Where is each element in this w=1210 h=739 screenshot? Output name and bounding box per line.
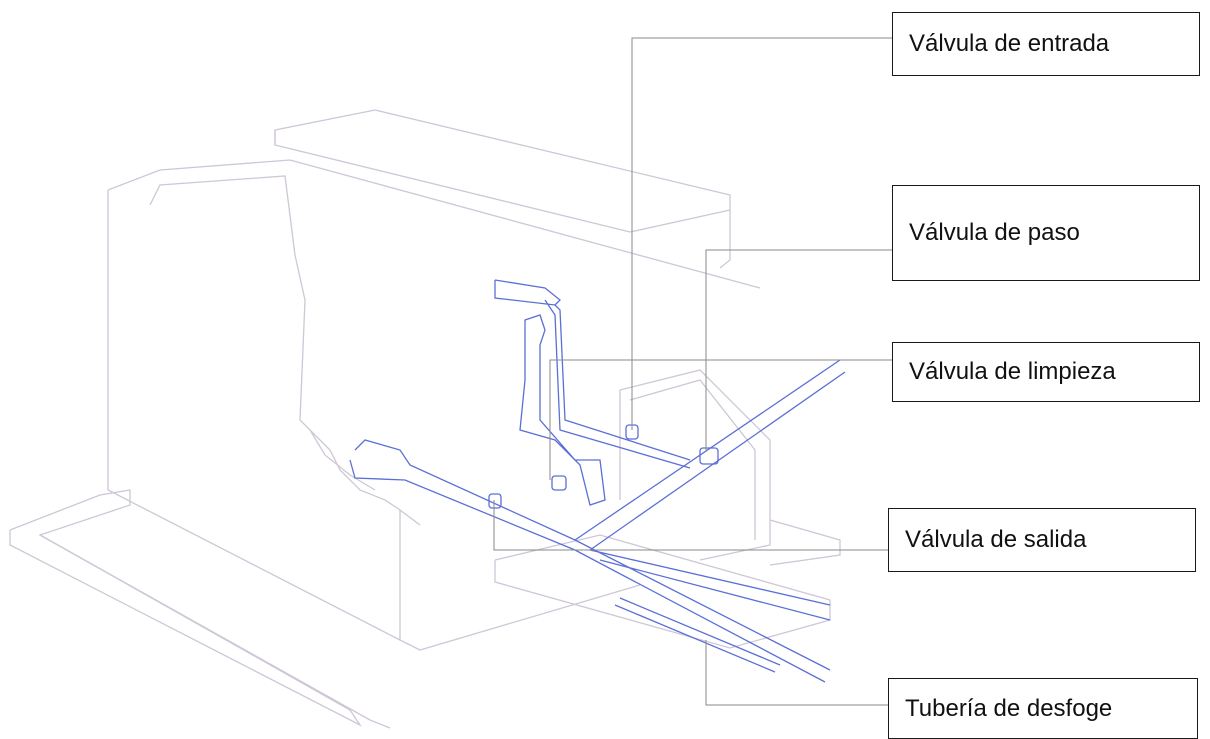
- tank-top-rim: [107, 159, 761, 289]
- ground-slab: [9, 489, 362, 727]
- label-valvula-paso-text: Válvula de paso: [909, 219, 1080, 246]
- valve-paso-body: [699, 447, 719, 465]
- label-valvula-entrada-text: Válvula de entrada: [909, 30, 1110, 57]
- secondary-pipe: [589, 549, 831, 621]
- tank-body-left-face: [107, 190, 401, 642]
- label-valvula-limpieza-text: Válvula de limpieza: [909, 358, 1116, 385]
- valve-box-inner: [629, 379, 756, 540]
- tank-structure: [9, 109, 841, 729]
- tank-right-face: [719, 210, 731, 269]
- valve-limpieza-body: [551, 475, 567, 491]
- base-step: [494, 534, 831, 649]
- inlet-riser-pipe: [494, 279, 691, 469]
- desfoge-pipe: [614, 597, 781, 673]
- label-valvula-limpieza: Válvula de limpieza: [892, 342, 1200, 402]
- piping-network: [349, 279, 846, 683]
- valve-box-front: [619, 369, 771, 561]
- base-ledge: [769, 519, 841, 566]
- leader-limpieza: [549, 359, 892, 480]
- cover-slab: [274, 109, 731, 233]
- label-valvula-salida-text: Válvula de salida: [905, 526, 1087, 553]
- label-valvula-paso: Válvula de paso: [892, 185, 1200, 281]
- valve-salida-body: [488, 493, 502, 509]
- overflow-bend-pipe: [519, 314, 606, 506]
- label-valvula-entrada: Válvula de entrada: [892, 12, 1200, 76]
- ground-slab-front-edge: [39, 534, 391, 729]
- leader-paso: [705, 249, 892, 452]
- tank-cutaway-inner: [309, 429, 376, 491]
- label-valvula-salida: Válvula de salida: [888, 508, 1196, 572]
- label-tuberia-desfoge-text: Tubería de desfoge: [905, 694, 1113, 722]
- leader-entrada: [631, 37, 892, 430]
- floor-line: [399, 584, 641, 651]
- tank-top-inner-rim: [149, 175, 296, 256]
- leader-lines: [493, 37, 892, 706]
- leader-salida: [493, 500, 888, 551]
- label-tuberia-desfoge: Tubería de desfoge: [888, 678, 1198, 739]
- tank-cutaway: [294, 254, 421, 526]
- outlet-pipe: [349, 439, 831, 683]
- leader-desfoge: [705, 640, 888, 706]
- drain-pipe: [574, 359, 846, 551]
